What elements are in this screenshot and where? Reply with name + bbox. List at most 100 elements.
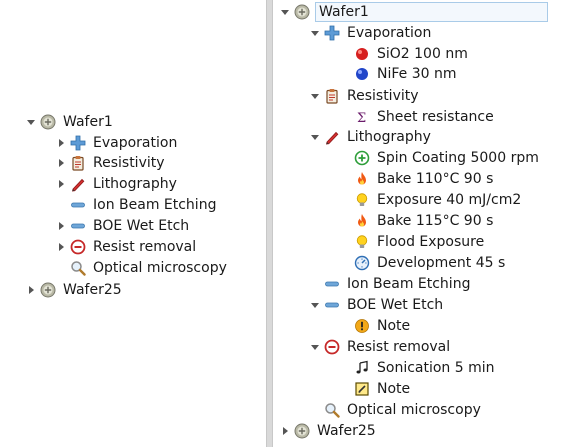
tree-node-label: Optical microscopy — [347, 402, 481, 418]
tree-node-label: Wafer25 — [317, 423, 376, 439]
expand-arrow-icon[interactable] — [56, 138, 66, 148]
tree-node-label: Note — [377, 318, 411, 334]
tree-node[interactable]: Ion Beam Etching — [56, 195, 218, 215]
tree-node[interactable]: BOE Wet Etch — [56, 216, 191, 236]
collapse-arrow-icon[interactable] — [310, 300, 320, 310]
collapse-arrow-icon[interactable] — [310, 342, 320, 352]
flame-icon — [354, 171, 370, 187]
note-pad-icon — [354, 381, 370, 397]
tree-node-label: Sheet resistance — [377, 109, 494, 125]
tree-node-label: Ion Beam Etching — [93, 197, 217, 213]
wafer-icon — [294, 423, 310, 439]
tree-node-label: Bake 110°C 90 s — [377, 171, 494, 187]
tree-node-label: Wafer1 — [315, 2, 548, 22]
tree-node[interactable]: Ion Beam Etching — [310, 274, 472, 294]
expand-arrow-icon[interactable] — [26, 285, 36, 295]
tree-node[interactable]: Optical microscopy — [310, 400, 483, 420]
tree-node-label: Wafer25 — [63, 282, 122, 298]
tree-node-label: Evaporation — [347, 25, 432, 41]
expand-arrow-icon[interactable] — [56, 158, 66, 168]
flame-icon — [354, 213, 370, 229]
tree-node-label: Spin Coating 5000 rpm — [377, 150, 539, 166]
bulb-icon — [354, 192, 370, 208]
minus-circle-icon — [324, 339, 340, 355]
tree-node-label: Lithography — [93, 176, 177, 192]
green-plus-circle-icon — [354, 150, 370, 166]
tree-node[interactable]: Spin Coating 5000 rpm — [340, 148, 541, 168]
red-ball-icon — [354, 46, 370, 62]
collapse-arrow-icon[interactable] — [310, 91, 320, 101]
tree-node-label: Bake 115°C 90 s — [377, 213, 494, 229]
tree-node[interactable]: BOE Wet Etch — [310, 295, 445, 315]
tree-node-label: Wafer1 — [63, 114, 113, 130]
clipboard-icon — [70, 155, 86, 171]
tree-node[interactable]: Flood Exposure — [340, 232, 486, 252]
tree-node-label: Note — [377, 381, 411, 397]
minus-bar-icon — [70, 197, 86, 213]
tree-node[interactable]: Sonication 5 min — [340, 358, 497, 378]
tree-node[interactable]: Bake 115°C 90 s — [340, 211, 495, 231]
tree-node[interactable]: Wafer1 — [280, 2, 548, 22]
tree-node[interactable]: Resistivity — [56, 153, 167, 173]
expand-arrow-icon[interactable] — [280, 426, 290, 436]
tree-node-label: NiFe 30 nm — [377, 66, 457, 82]
tree-node-label: SiO2 100 nm — [377, 46, 468, 62]
tree-node-label: Resist removal — [93, 239, 197, 255]
pen-icon — [324, 129, 340, 145]
minus-bar-icon — [70, 218, 86, 234]
tree-node[interactable]: Note — [340, 316, 412, 336]
plus-cross-icon — [324, 25, 340, 41]
blue-ball-icon — [354, 66, 370, 82]
tree-node[interactable]: SiO2 100 nm — [340, 44, 470, 64]
tree-node-label: Flood Exposure — [377, 234, 485, 250]
tree-node-label: Evaporation — [93, 135, 178, 151]
pane-splitter[interactable] — [266, 0, 273, 447]
tree-node-label: Resistivity — [347, 88, 419, 104]
wafer-icon — [40, 282, 56, 298]
collapse-arrow-icon[interactable] — [310, 132, 320, 142]
tree-node[interactable]: Resist removal — [56, 237, 198, 257]
tree-node-label: Optical microscopy — [93, 260, 227, 276]
tree-node[interactable]: Exposure 40 mJ/cm2 — [340, 190, 523, 210]
pen-icon — [70, 176, 86, 192]
expand-arrow-icon[interactable] — [56, 221, 66, 231]
bulb-icon — [354, 234, 370, 250]
minus-bar-icon — [324, 297, 340, 313]
tree-node[interactable]: Development 45 s — [340, 253, 507, 273]
tree-node[interactable]: Wafer1 — [26, 112, 115, 132]
tree-node-label: Development 45 s — [377, 255, 506, 271]
minus-bar-icon — [324, 276, 340, 292]
tree-node[interactable]: Resist removal — [310, 337, 452, 357]
tree-node[interactable]: Lithography — [310, 127, 433, 147]
tree-node[interactable]: NiFe 30 nm — [340, 64, 459, 84]
music-note-icon — [354, 360, 370, 376]
magnifier-icon — [324, 402, 340, 418]
wafer-icon — [294, 4, 310, 20]
tree-node[interactable]: Bake 110°C 90 s — [340, 169, 495, 189]
tree-node[interactable]: Evaporation — [56, 133, 179, 153]
warning-icon — [354, 318, 370, 334]
collapse-arrow-icon[interactable] — [26, 117, 36, 127]
collapse-arrow-icon[interactable] — [280, 7, 290, 17]
tree-node[interactable]: Optical microscopy — [56, 258, 229, 278]
tree-node-label: Resist removal — [347, 339, 451, 355]
tree-node-label: BOE Wet Etch — [93, 218, 190, 234]
expand-arrow-icon[interactable] — [56, 179, 66, 189]
tree-node[interactable]: Lithography — [56, 174, 179, 194]
tree-node[interactable]: Wafer25 — [280, 421, 378, 441]
timer-icon — [354, 255, 370, 271]
minus-circle-icon — [70, 239, 86, 255]
plus-cross-icon — [70, 135, 86, 151]
tree-node[interactable]: Resistivity — [310, 86, 421, 106]
tree-node[interactable]: Evaporation — [310, 23, 433, 43]
expand-arrow-icon[interactable] — [56, 242, 66, 252]
collapse-arrow-icon[interactable] — [310, 28, 320, 38]
tree-node-label: Ion Beam Etching — [347, 276, 471, 292]
tree-node-label: BOE Wet Etch — [347, 297, 444, 313]
tree-node[interactable]: Wafer25 — [26, 280, 124, 300]
wafer-icon — [40, 114, 56, 130]
tree-node[interactable]: Note — [340, 379, 412, 399]
